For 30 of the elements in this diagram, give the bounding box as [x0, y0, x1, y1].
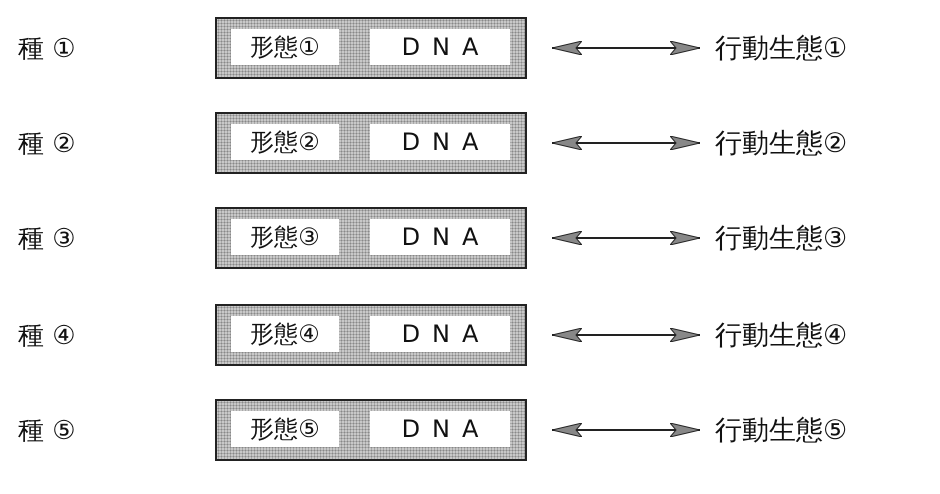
text-box: 形態② — [231, 124, 339, 160]
node-label: 行動生態② — [715, 120, 935, 166]
text-box: 形態④ — [231, 316, 339, 352]
node-label: 行動生態⑤ — [715, 407, 935, 453]
species-label: 種 ② — [18, 128, 76, 161]
text-box: 形態③ — [231, 219, 339, 255]
double-arrow — [552, 422, 700, 438]
node-label: 行動生態① — [715, 25, 935, 71]
species-label: 種 ④ — [18, 320, 76, 353]
shaded-box — [215, 17, 527, 79]
double-arrow — [552, 328, 700, 342]
shaded-box — [215, 207, 527, 269]
species-label: 種 ⑤ — [18, 415, 76, 448]
double-arrow — [552, 230, 700, 246]
shaded-box — [215, 304, 527, 366]
shaded-box — [215, 399, 527, 461]
text-box: DNA — [370, 124, 510, 160]
text-box: DNA — [370, 219, 510, 255]
node-label: 行動生態④ — [715, 312, 935, 358]
shaded-box — [215, 112, 527, 174]
text-box: 形態⑤ — [231, 411, 339, 447]
double-arrow — [552, 136, 700, 150]
text-box: DNA — [370, 316, 510, 352]
species-label: 種 ① — [18, 33, 76, 66]
text-box: 形態① — [231, 29, 339, 65]
species-label: 種 ③ — [18, 223, 76, 256]
text-box: DNA — [370, 29, 510, 65]
node-label: 行動生態③ — [715, 215, 935, 261]
text-box: DNA — [370, 411, 510, 447]
double-arrow — [552, 40, 700, 56]
